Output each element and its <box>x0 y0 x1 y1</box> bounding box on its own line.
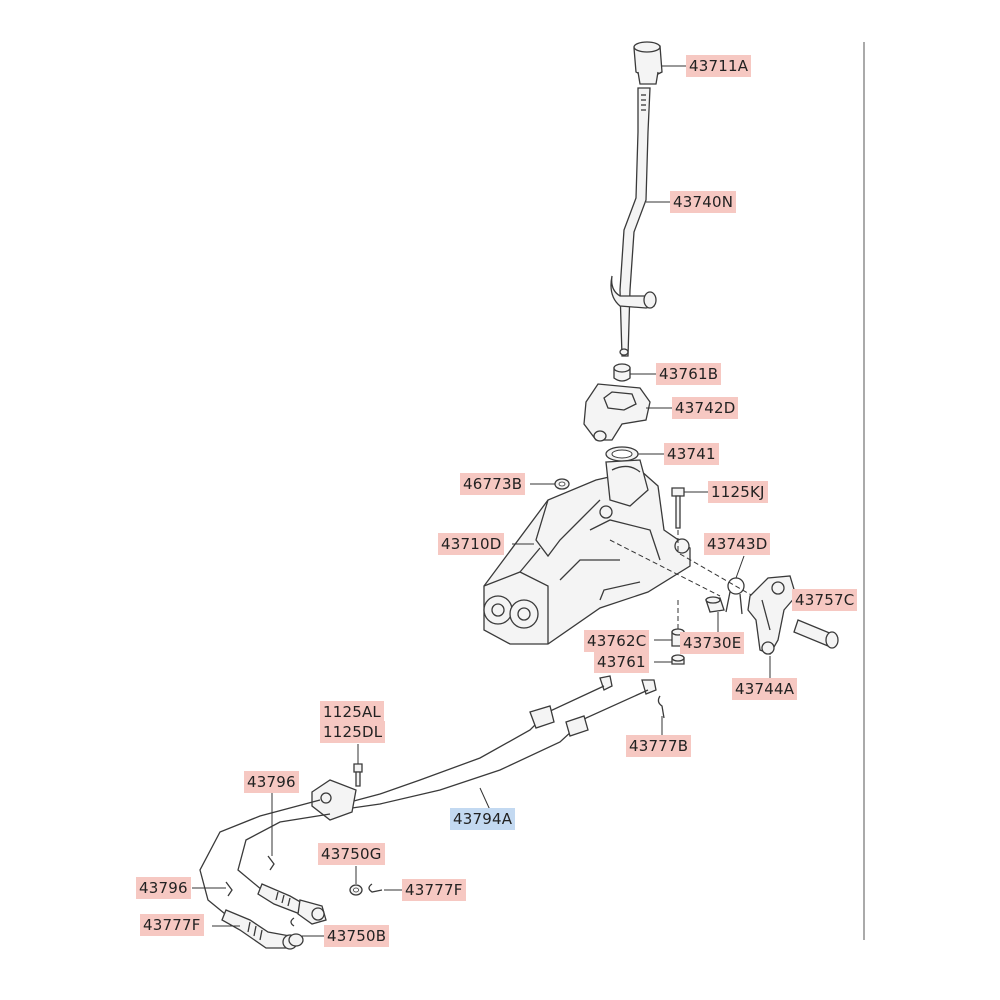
lever-socket-part <box>583 383 651 442</box>
callout-1125DL[interactable]: 1125DL <box>320 721 386 743</box>
shift-knob-part <box>633 41 663 85</box>
callout-43741[interactable]: 43741 <box>664 443 719 465</box>
callout-43740N[interactable]: 43740N <box>670 191 737 213</box>
callout-43761[interactable]: 43761 <box>594 651 649 673</box>
callout-46773B[interactable]: 46773B <box>460 473 526 495</box>
washer-part-46773b <box>554 478 570 490</box>
callout-43777F-right[interactable]: 43777F <box>402 879 466 901</box>
shift-lever-part <box>610 87 657 357</box>
callout-43743D[interactable]: 43743D <box>704 533 771 555</box>
washer-part-43750g <box>349 884 363 896</box>
callout-1125AL[interactable]: 1125AL <box>320 701 384 723</box>
alignment-line <box>679 553 761 601</box>
callout-43761B[interactable]: 43761B <box>656 363 722 385</box>
clip-part-43777f <box>290 883 383 927</box>
ring-part <box>605 446 639 462</box>
select-lever-part <box>747 575 797 655</box>
callout-43750B[interactable]: 43750B <box>324 925 390 947</box>
callout-1125KJ[interactable]: 1125KJ <box>708 481 768 503</box>
callout-43750G[interactable]: 43750G <box>318 843 385 865</box>
bushing-part-43730e <box>705 596 725 613</box>
spring-clip-part <box>725 577 745 615</box>
shift-cable-assembly <box>199 675 657 950</box>
bolt-part-1125kj <box>671 487 685 529</box>
callout-43744A[interactable]: 43744A <box>732 678 798 700</box>
bushing-part-43761b <box>613 363 631 382</box>
callout-43711A[interactable]: 43711A <box>686 55 752 77</box>
alignment-line <box>609 539 721 597</box>
callout-43757C[interactable]: 43757C <box>792 589 858 611</box>
callout-43796-top[interactable]: 43796 <box>244 771 299 793</box>
pin-part-43757c <box>793 619 839 649</box>
washer-part-43750b <box>288 933 304 947</box>
callout-43730E[interactable]: 43730E <box>680 632 745 654</box>
callout-43777F-left[interactable]: 43777F <box>140 914 204 936</box>
callout-43796-bottom[interactable]: 43796 <box>136 877 191 899</box>
callout-43742D[interactable]: 43742D <box>672 397 739 419</box>
clip-part-43796 <box>225 855 275 897</box>
callout-43762C[interactable]: 43762C <box>584 630 650 652</box>
clip-part-43777b <box>657 695 665 719</box>
bushing-part-43761 <box>671 654 685 665</box>
callout-43777B[interactable]: 43777B <box>626 735 692 757</box>
leader-lines <box>192 65 808 937</box>
callout-43794A[interactable]: 43794A <box>450 808 516 830</box>
callout-43710D[interactable]: 43710D <box>438 533 505 555</box>
